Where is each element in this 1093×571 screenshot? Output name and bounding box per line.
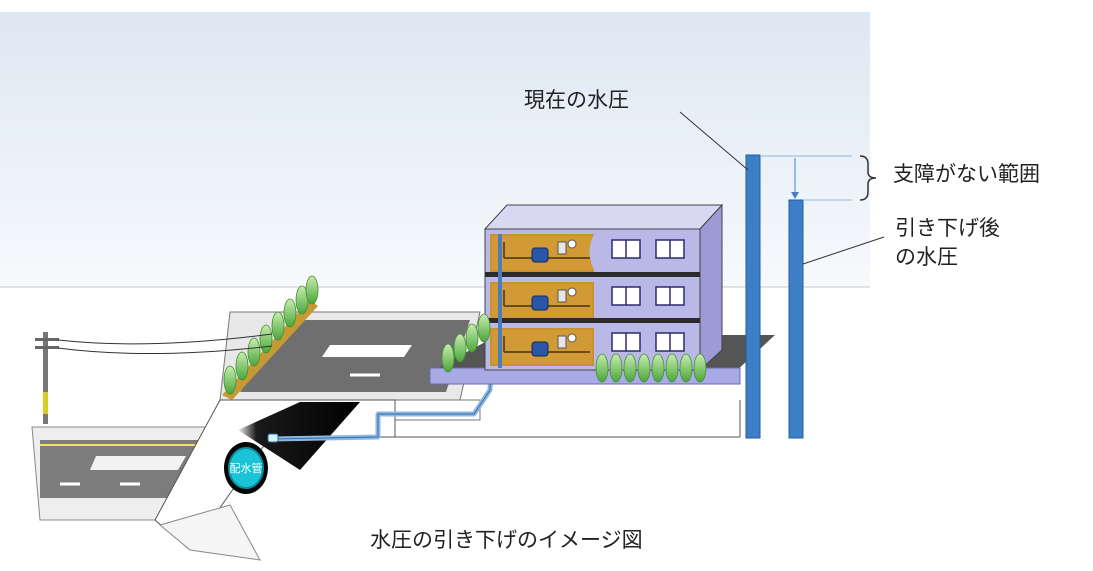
utility-pole-icon — [35, 332, 273, 424]
cross-road — [31, 426, 221, 521]
no-problem-range-label: 支障がない範囲 — [893, 162, 1040, 186]
apartment-building — [483, 203, 724, 372]
current-pressure-label: 現在の水圧 — [524, 88, 629, 112]
brace-icon — [859, 155, 877, 201]
reduced-pressure-leader — [802, 236, 885, 265]
main-pipe-label: 配水管 — [230, 461, 263, 475]
current-pressure-bar — [745, 154, 761, 439]
reduced-pressure-label-line1: 引き下げ後 — [895, 216, 1000, 240]
reduced-pressure-label-line2: の水圧 — [895, 245, 958, 269]
reduced-pressure-bar — [788, 199, 804, 439]
diagram-caption: 水圧の引き下げのイメージ図 — [370, 528, 643, 552]
current-pressure-leader — [679, 111, 749, 171]
sky-background — [0, 12, 870, 287]
tree-row-left — [222, 275, 319, 400]
down-arrow-icon — [791, 192, 799, 199]
